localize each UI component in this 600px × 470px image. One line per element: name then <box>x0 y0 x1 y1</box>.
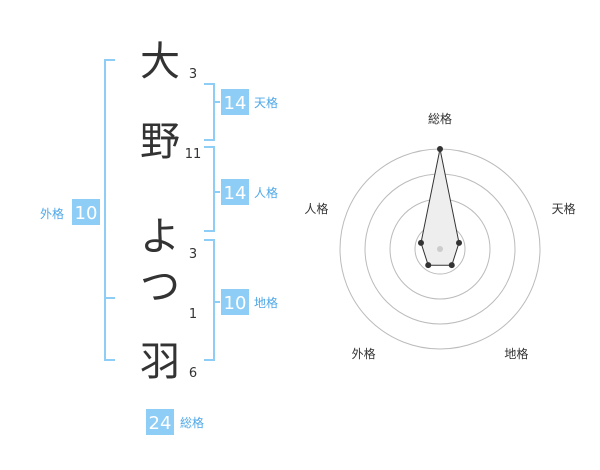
stroke-count-2: 11 <box>185 147 202 162</box>
name-characters: 大 野 よ つ 羽 <box>140 39 180 385</box>
stroke-count-3: 3 <box>189 247 197 262</box>
radar-axis-label: 総格 <box>428 111 452 126</box>
tenkaku-bracket <box>204 83 215 141</box>
jinkaku-value: 14 <box>224 183 247 204</box>
jinkaku-bracket <box>204 146 215 232</box>
jinkaku-label: 人格 <box>254 185 278 200</box>
chikaku-badge-box <box>221 289 249 315</box>
soukaku-badge: 24 総格 <box>146 409 204 435</box>
soukaku-label: 総格 <box>180 415 204 430</box>
radar-point <box>448 262 455 269</box>
radar-point <box>417 239 424 246</box>
chikaku-bracket <box>204 239 215 361</box>
tenkaku-badge: 14 天格 <box>221 89 278 115</box>
tenkaku-value: 14 <box>224 93 247 114</box>
radar-point <box>456 239 463 246</box>
gaikaku-label: 外格 <box>40 206 64 221</box>
gaikaku-badge: 外格 10 <box>40 199 100 225</box>
gaikaku-value: 10 <box>75 203 98 224</box>
name-char-3: よ <box>140 214 180 260</box>
stroke-counts: 3 11 3 1 6 <box>185 67 202 381</box>
stroke-count-5: 6 <box>189 366 197 381</box>
chikaku-label: 地格 <box>254 295 278 310</box>
radar-axis-label: 地格 <box>504 346 528 361</box>
name-char-4: つ <box>140 264 180 310</box>
name-char-1: 大 <box>140 39 180 85</box>
soukaku-value: 24 <box>149 413 172 434</box>
stroke-count-1: 3 <box>189 67 197 82</box>
name-char-5: 羽 <box>140 339 180 385</box>
jinkaku-badge: 14 人格 <box>221 179 278 205</box>
radar-point <box>425 262 432 269</box>
radar-axis-label: 人格 <box>304 201 328 216</box>
radar-point <box>437 146 443 152</box>
gaikaku-bracket <box>104 59 115 361</box>
jinkaku-badge-box <box>221 179 249 205</box>
radar-center-dot <box>437 246 443 252</box>
name-char-2: 野 <box>140 119 180 165</box>
tenkaku-label: 天格 <box>254 95 278 110</box>
soukaku-badge-box <box>146 409 174 435</box>
bracket-lines <box>104 59 220 361</box>
radar-axis-label: 外格 <box>352 346 376 361</box>
radar-axis-label: 天格 <box>552 201 576 216</box>
tenkaku-badge-box <box>221 89 249 115</box>
gaikaku-badge-box <box>72 199 100 225</box>
stroke-count-4: 1 <box>189 307 197 322</box>
chikaku-badge: 10 地格 <box>221 289 278 315</box>
chikaku-value: 10 <box>224 293 247 314</box>
radar-points <box>417 146 463 269</box>
radar-polygon <box>420 148 460 266</box>
